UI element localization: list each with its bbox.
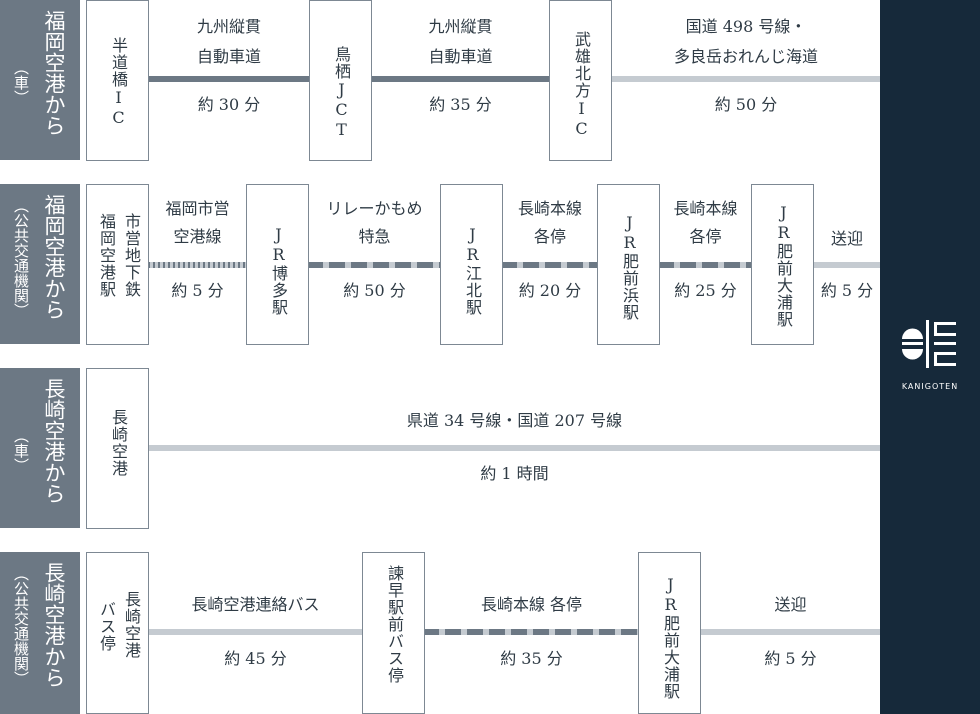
stop-name: 長崎空港 <box>122 591 141 659</box>
route-line <box>148 76 310 82</box>
route-line <box>148 629 364 635</box>
travel-time: 約 35 分 <box>500 649 563 668</box>
stop-name: 半道橋IC <box>109 37 128 128</box>
route-line1: 送迎 <box>830 229 863 248</box>
stop-name: 長崎空港 <box>109 409 128 477</box>
route-line1: 長崎本線 <box>673 199 738 218</box>
stop-name: バス停 <box>97 601 116 652</box>
route-line <box>610 76 880 82</box>
route-line1: 長崎本線 <box>517 199 582 218</box>
travel-time: 約 20 分 <box>518 281 582 300</box>
row-label: 福岡空港から （車） <box>0 0 80 160</box>
stop-box: JR肥前浜駅 <box>597 184 660 345</box>
route-line2: 特急 <box>358 227 391 246</box>
route-name: 国道 498 号線・ 多良岳おれんじ海道 <box>612 14 880 70</box>
stop-box: 長崎空港 バス停 <box>86 552 149 714</box>
route-name: 長崎本線 各停 <box>660 196 751 250</box>
route-line1: 国道 498 号線・ <box>685 17 807 36</box>
travel-time: 約 5 分 <box>764 649 817 668</box>
route-line <box>148 445 880 451</box>
stop-box: 武雄北方IC <box>549 0 612 161</box>
route-line <box>148 262 248 268</box>
travel-time: 約 1 時間 <box>480 464 549 483</box>
route-line1: 九州縦貫 <box>428 17 493 36</box>
brand-panel: KANIGOTEN <box>880 0 980 714</box>
route-name: 長崎空港連絡バス <box>149 592 362 618</box>
row-label-main: 福岡空港から <box>42 194 66 320</box>
route-line <box>307 262 442 268</box>
stop-name: JR肥前浜駅 <box>620 213 639 321</box>
brand-logo-icon <box>902 320 956 368</box>
stop-name: 市営地下鉄 <box>122 213 141 298</box>
row-label-main: 長崎空港から <box>42 562 66 688</box>
route-line2: 各停 <box>689 227 722 246</box>
route-line1: 九州縦貫 <box>196 17 261 36</box>
stop-name: 鳥栖JCT <box>332 46 351 140</box>
route-name: 県道 34 号線・国道 207 号線 <box>149 408 880 434</box>
travel-time: 約 50 分 <box>343 281 406 300</box>
travel-time: 約 25 分 <box>674 281 737 300</box>
route-line <box>371 76 551 82</box>
route-line <box>699 629 880 635</box>
stop-box: JR江北駅 <box>440 184 503 345</box>
travel-time: 約 35 分 <box>429 95 492 114</box>
route-line1: 長崎本線 各停 <box>480 595 583 614</box>
travel-time: 約 5 分 <box>171 281 224 300</box>
route-line <box>658 262 753 268</box>
stop-box: 長崎空港 <box>86 368 149 529</box>
route-line2: 空港線 <box>173 227 222 246</box>
stop-box: 諫早駅前バス停 <box>362 552 425 714</box>
route-line <box>501 262 599 268</box>
stop-box: JR肥前大浦駅 <box>638 552 701 714</box>
row-label: 長崎空港から （公共交通機関） <box>0 552 80 714</box>
route-name: リレーかもめ 特急 <box>309 196 440 250</box>
route-name: 送迎 <box>701 592 880 618</box>
row-label: 長崎空港から （車） <box>0 368 80 528</box>
row-label-main: 長崎空港から <box>42 378 66 504</box>
route-line2: 自動車道 <box>196 47 261 66</box>
stop-box: 半道橋IC <box>86 0 149 161</box>
row-label-sub: （公共交通機関） <box>12 566 30 686</box>
row-label: 福岡空港から （公共交通機関） <box>0 184 80 344</box>
route-line2: 自動車道 <box>428 47 493 66</box>
stop-box: JR博多駅 <box>246 184 309 345</box>
stop-name: 諫早駅前バス停 <box>385 565 404 684</box>
route-line1: 県道 34 号線・国道 207 号線 <box>406 411 623 430</box>
route-name: 長崎本線 各停 <box>425 592 638 618</box>
route-name: 長崎本線 各停 <box>503 196 597 250</box>
stop-box: 鳥栖JCT <box>309 0 372 161</box>
route-name: 送迎 <box>814 226 880 252</box>
stop-name: JR博多駅 <box>269 225 288 316</box>
route-name: 九州縦貫 自動車道 <box>372 14 549 70</box>
travel-time: 約 5 分 <box>820 281 874 300</box>
route-line1: リレーかもめ <box>326 199 423 218</box>
stop-name: JR江北駅 <box>463 225 482 316</box>
row-label-sub: （車） <box>12 60 30 105</box>
travel-time: 約 50 分 <box>714 95 778 114</box>
route-line <box>812 262 880 268</box>
stop-name: JR肥前大浦駅 <box>661 575 680 700</box>
row-label-sub: （公共交通機関） <box>12 198 30 318</box>
travel-time: 約 30 分 <box>197 95 261 114</box>
route-line1: 送迎 <box>774 595 807 614</box>
travel-time: 約 45 分 <box>224 649 287 668</box>
stop-name: JR肥前大浦駅 <box>774 203 793 328</box>
stop-name: 武雄北方IC <box>572 31 591 139</box>
route-line1: 長崎空港連絡バス <box>191 595 320 614</box>
stop-box: 市営地下鉄 福岡空港駅 <box>86 184 149 345</box>
route-name: 九州縦貫 自動車道 <box>149 14 309 70</box>
row-label-main: 福岡空港から <box>42 10 66 136</box>
stop-name: 福岡空港駅 <box>97 213 116 298</box>
route-line2: 各停 <box>533 227 566 246</box>
route-line <box>423 629 640 635</box>
row-label-sub: （車） <box>12 428 30 473</box>
route-line1: 福岡市営 <box>165 199 230 218</box>
brand-name: KANIGOTEN <box>901 382 959 391</box>
route-line2: 多良岳おれんじ海道 <box>673 47 818 66</box>
route-name: 福岡市営 空港線 <box>149 196 246 250</box>
stop-box: JR肥前大浦駅 <box>751 184 814 345</box>
